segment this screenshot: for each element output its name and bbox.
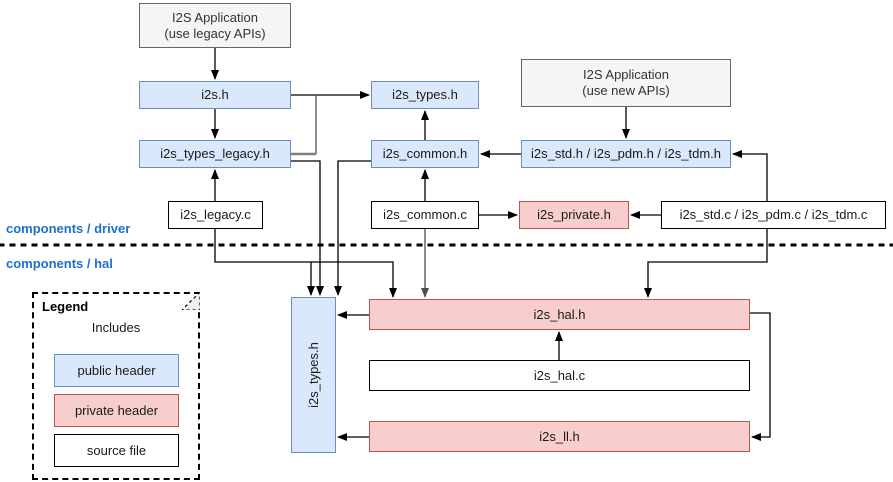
legend-title: Legend xyxy=(42,299,89,314)
node-i2s-ll-h[interactable]: i2s_ll.h xyxy=(369,421,750,452)
node-i2s-types-h[interactable]: i2s_types.h xyxy=(371,81,479,109)
node-label: i2s_std.c / i2s_pdm.c / i2s_tdm.c xyxy=(679,207,868,222)
legend-fold-corner xyxy=(182,292,200,310)
node-label: i2s_types.h xyxy=(392,87,458,102)
node-label: i2s_hal.h xyxy=(533,306,586,322)
edge-types-legacy-to-types-hal xyxy=(291,160,324,296)
edge-hal-h-to-ll-h xyxy=(750,312,771,441)
node-label: i2s_std.h / i2s_pdm.h / i2s_tdm.h xyxy=(530,146,722,161)
node-i2s-hal-h[interactable]: i2s_hal.h xyxy=(369,299,750,330)
edge-std-c-to-hal-h xyxy=(644,229,768,298)
node-i2s-h[interactable]: i2s.h xyxy=(139,81,291,109)
edge-legacy-c-to-types-hal xyxy=(214,229,315,296)
node-i2s-hal-c[interactable]: i2s_hal.c xyxy=(369,360,750,391)
layer-label-hal: components / hal xyxy=(6,256,113,271)
legend-item-public-header: public header xyxy=(54,354,179,387)
legend-item-private-header: private header xyxy=(54,394,179,427)
node-label: i2s_hal.c xyxy=(533,367,586,383)
legend-item-label: private header xyxy=(74,403,159,418)
node-i2s-common-h[interactable]: i2s_common.h xyxy=(371,140,479,168)
node-i2s-std-pdm-tdm-c[interactable]: i2s_std.c / i2s_pdm.c / i2s_tdm.c xyxy=(661,201,886,229)
node-label-line1: I2S Application xyxy=(171,9,258,25)
node-label: i2s_ll.h xyxy=(539,428,580,444)
node-i2s-types-h-hal[interactable]: i2s_types.h xyxy=(291,297,336,453)
node-label-line2: (use legacy APIs) xyxy=(164,25,266,41)
node-i2s-private-h[interactable]: i2s_private.h xyxy=(519,201,629,229)
edge-common-h-to-types-hal xyxy=(334,160,371,296)
legend-item-label: source file xyxy=(86,443,147,458)
node-label: i2s_legacy.c xyxy=(180,207,251,222)
node-i2s-application-legacy[interactable]: I2S Application (use legacy APIs) xyxy=(139,3,291,48)
node-i2s-common-c[interactable]: i2s_common.c xyxy=(371,201,479,229)
legend-includes-label: Includes xyxy=(91,320,141,335)
layer-label-driver: components / driver xyxy=(6,221,131,236)
node-label: i2s.h xyxy=(201,87,229,102)
legend-box: Legend Includes public header private he… xyxy=(32,292,200,480)
node-label: i2s_common.c xyxy=(383,207,467,222)
edge-lower-left-riser-to-hal-h xyxy=(311,261,397,298)
node-label: i2s_common.h xyxy=(382,146,468,161)
node-i2s-application-new[interactable]: I2S Application (use new APIs) xyxy=(521,59,731,107)
node-label-line1: I2S Application xyxy=(582,67,669,82)
node-i2s-types-legacy-h[interactable]: i2s_types_legacy.h xyxy=(139,140,291,168)
node-i2s-legacy-c[interactable]: i2s_legacy.c xyxy=(168,201,263,229)
node-label: i2s_types_legacy.h xyxy=(160,146,270,161)
node-label: i2s_private.h xyxy=(537,207,611,222)
legend-item-label: public header xyxy=(77,363,156,378)
legend-item-source-file: source file xyxy=(54,434,179,467)
node-label: i2s_types.h xyxy=(305,342,321,408)
node-label-line2: (use new APIs) xyxy=(582,83,670,98)
node-i2s-std-pdm-tdm-h[interactable]: i2s_std.h / i2s_pdm.h / i2s_tdm.h xyxy=(521,140,731,168)
edge-std-c-to-std-h xyxy=(732,150,768,201)
